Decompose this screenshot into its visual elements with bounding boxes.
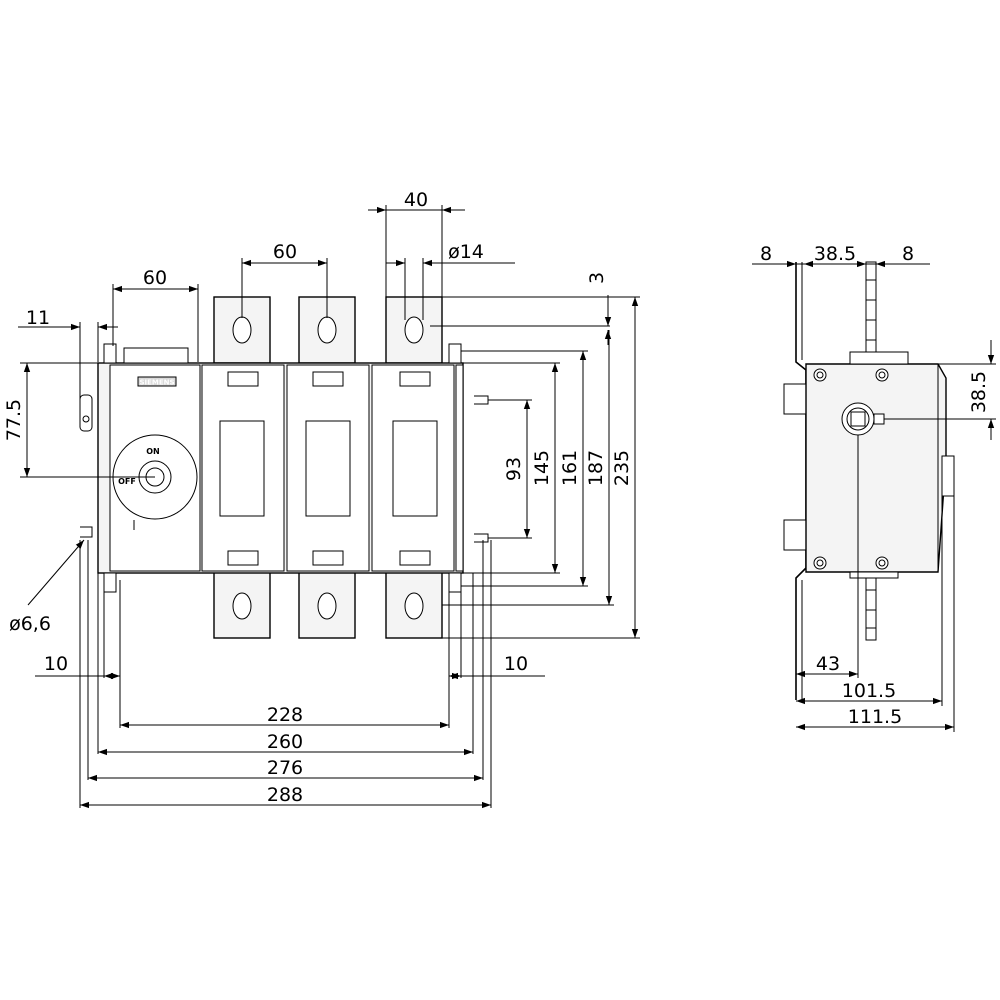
side-housing — [805, 363, 947, 573]
dim-40-label: 40 — [404, 189, 428, 211]
mounting-plate — [795, 262, 807, 700]
dim-235-label: 235 — [611, 450, 633, 486]
side-terminals — [849, 261, 909, 641]
dim-93: 93 — [488, 399, 532, 539]
dim-288-label: 288 — [267, 784, 303, 806]
handle-on-label: ON — [146, 447, 160, 456]
dim-161-label: 161 — [559, 450, 581, 486]
dim-93-label: 93 — [503, 457, 525, 481]
dim-10-right: 10 — [449, 653, 545, 680]
dim-288: 288 — [80, 784, 491, 809]
dim-40: 40 — [368, 189, 465, 300]
drive-shaft — [841, 402, 885, 436]
din-clip-bottom — [783, 519, 807, 551]
dim-187-label: 187 — [585, 450, 607, 486]
dim-145-label: 145 — [531, 450, 553, 486]
dim-hole: ø6,6 — [9, 539, 85, 635]
side-dim-101-5: 101.5 — [842, 680, 896, 702]
aux-contact — [79, 394, 93, 432]
side-dim-43: 43 — [816, 653, 840, 675]
side-dim-8-right: 8 — [902, 243, 914, 265]
side-top-dims: 8 38.5 8 — [752, 243, 930, 268]
dim-77-5-label: 77.5 — [3, 399, 25, 441]
dim-60-terminal-label: 60 — [273, 241, 297, 263]
top-terminals — [213, 296, 443, 364]
dim-60-left: 60 — [112, 267, 199, 362]
dim-228: 228 — [120, 704, 449, 729]
dim-260: 260 — [98, 731, 473, 756]
din-clip-top — [783, 383, 807, 415]
dim-10-left: 10 — [35, 653, 120, 680]
dim-276: 276 — [88, 757, 483, 782]
side-dim-38-5-right: 38.5 — [968, 371, 990, 413]
dim-60-left-label: 60 — [143, 267, 167, 289]
nameplate-label: SIEMENS — [139, 379, 174, 387]
handle-off-label: OFF — [118, 477, 136, 486]
side-dim-38-5-top: 38.5 — [814, 243, 856, 265]
dim-145: 145 — [463, 362, 560, 574]
dim-77-5: 77.5 — [3, 362, 155, 478]
dim-14: ø14 — [386, 241, 515, 320]
dim-60-terminal: 60 — [241, 241, 328, 318]
dim-276-label: 276 — [267, 757, 303, 779]
front-view: SIEMENS — [3, 189, 640, 809]
dim-161: 161 — [461, 350, 588, 587]
dim-228-label: 228 — [267, 704, 303, 726]
side-screws — [813, 368, 889, 570]
dim-10-left-label: 10 — [44, 653, 68, 675]
side-bottom-dims: 43 101.5 111.5 — [796, 435, 955, 732]
side-right-dim: 38.5 — [884, 340, 996, 440]
side-view: 8 38.5 8 38.5 43 101.5 111.5 — [752, 243, 996, 732]
dim-11-label: 11 — [26, 307, 50, 329]
dim-235: 235 — [442, 296, 640, 639]
dim-3-label: 3 — [586, 272, 608, 284]
dim-260-label: 260 — [267, 731, 303, 753]
dim-10-right-label: 10 — [504, 653, 528, 675]
bottom-terminals — [213, 571, 443, 639]
side-dim-111-5: 111.5 — [848, 706, 902, 728]
dim-3: 3 — [428, 272, 612, 345]
nameplate — [137, 376, 177, 387]
pole-modules — [201, 364, 464, 572]
dim-14-label: ø14 — [448, 241, 484, 263]
dim-11: 11 — [18, 307, 118, 400]
bottom-extension-lines — [79, 540, 492, 808]
dim-187: 187 — [442, 330, 614, 606]
side-dim-8-left: 8 — [760, 243, 772, 265]
side-latch — [941, 455, 955, 497]
dim-hole-label: ø6,6 — [9, 613, 51, 635]
